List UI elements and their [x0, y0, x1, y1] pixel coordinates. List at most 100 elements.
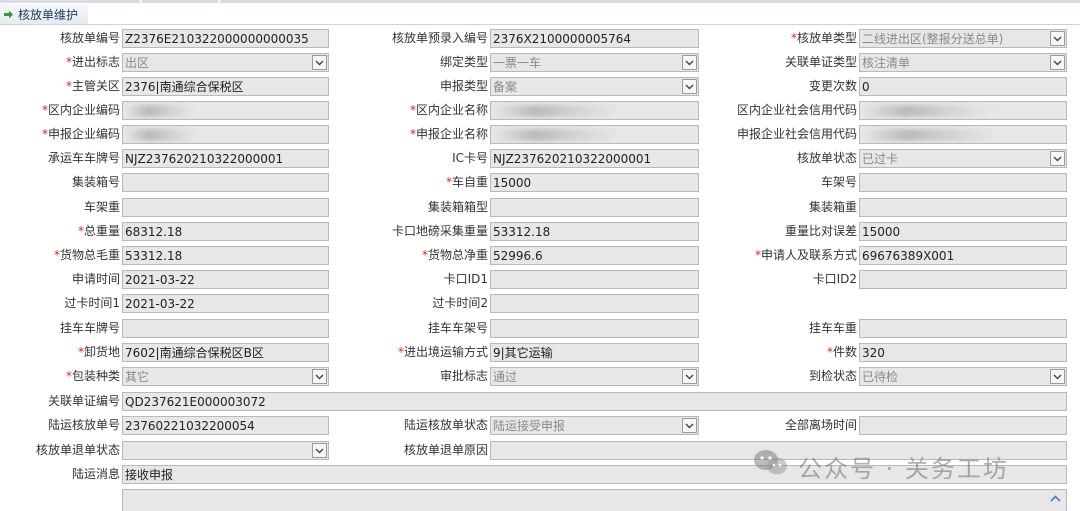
gross-weight-label: *货物总毛重 [53, 248, 120, 262]
transport-mode-field[interactable]: 9|其它运输 [490, 343, 699, 362]
trailer-frame-field[interactable] [490, 319, 699, 338]
container-type-field[interactable] [490, 198, 699, 217]
weight-diff-field[interactable]: 15000 [859, 222, 1067, 241]
gate-weight-field[interactable]: 53312.18 [490, 222, 699, 241]
tab-title: 核放单维护 [18, 7, 79, 22]
land-message-field[interactable]: 接收申报 [122, 465, 1067, 484]
tab-pass-maintenance[interactable]: 核放单维护 [0, 4, 89, 25]
frame-no-field[interactable] [859, 173, 1067, 192]
pass-no-label: 核放单编号 [59, 31, 120, 45]
applicant-field[interactable]: 69676389X001 [859, 246, 1067, 265]
bind-type-select[interactable]: 一票一车 [490, 53, 699, 72]
io-flag-select[interactable]: 出区 [122, 53, 329, 72]
declarant-credit-label: 申报企业社会信用代码 [736, 127, 857, 141]
chevron-down-icon[interactable] [682, 79, 697, 94]
unload-place-field[interactable]: 7602|南通综合保税区B区 [122, 343, 329, 362]
ic-card-field[interactable]: NJZ237620210322000001 [490, 149, 699, 168]
in-company-name-label: *区内企业名称 [409, 103, 488, 117]
approval-flag-label: 审批标志 [439, 369, 488, 383]
unload-place-label: *卸货地 [77, 345, 120, 359]
land-pass-no-field[interactable]: 23760221032200054 [122, 416, 329, 435]
chevron-down-icon[interactable] [1050, 31, 1065, 46]
in-company-credit-field[interactable] [859, 101, 1067, 120]
net-weight-label: *货物总净重 [421, 248, 488, 262]
land-pass-status-label: 陆运核放单状态 [403, 418, 488, 432]
chevron-down-icon[interactable] [1050, 151, 1065, 166]
in-company-name-field[interactable] [490, 101, 699, 120]
rel-doc-type-select[interactable]: 核注清单 [859, 53, 1067, 72]
chevron-down-icon[interactable] [1050, 55, 1065, 70]
decl-type-select[interactable]: 备案 [490, 77, 699, 96]
package-type-select[interactable]: 其它 [122, 367, 329, 386]
pass-no-field[interactable]: Z2376E210322000000000035 [122, 29, 329, 48]
land-pass-no-label: 陆运核放单号 [47, 418, 120, 432]
trailer-weight-label: 挂车车重 [808, 321, 857, 335]
ic-card-label: IC卡号 [452, 151, 488, 165]
customs-field[interactable]: 2376|南通综合保税区 [122, 77, 329, 96]
gross-weight-field[interactable]: 53312.18 [122, 246, 329, 265]
wechat-icon [752, 447, 790, 485]
apply-time-field[interactable]: 2021-03-22 [122, 270, 329, 289]
pieces-field[interactable]: 320 [859, 343, 1067, 362]
chevron-down-icon[interactable] [682, 418, 697, 433]
plate-field[interactable]: NJZ237620210322000001 [122, 149, 329, 168]
inspection-status-label: 到检状态 [808, 369, 857, 383]
chevron-down-icon[interactable] [312, 55, 327, 70]
container-type-label: 集装箱箱型 [427, 200, 488, 214]
rel-doc-no-field[interactable]: QD237621E000003072 [122, 392, 1067, 411]
transport-mode-label: *进出境运输方式 [397, 345, 488, 359]
watermark: 公众号 · 关务工坊 [752, 447, 1009, 485]
net-weight-field[interactable]: 52996.6 [490, 246, 699, 265]
io-flag-label: *进出标志 [65, 55, 120, 69]
pass-time1-field[interactable]: 2021-03-22 [122, 294, 329, 313]
chevron-down-icon[interactable] [682, 55, 697, 70]
trailer-plate-field[interactable] [122, 319, 329, 338]
trailer-weight-field[interactable] [859, 319, 1067, 338]
total-weight-field[interactable]: 68312.18 [122, 222, 329, 241]
frame-weight-label: 车架重 [83, 200, 120, 214]
pre-entry-no-field[interactable]: 2376X2100000005764 [490, 29, 699, 48]
leave-time-label: 全部离场时间 [784, 418, 857, 432]
return-status-label: 核放单退单状态 [35, 443, 120, 457]
return-status-select[interactable] [122, 441, 329, 460]
container-no-field[interactable] [122, 173, 329, 192]
gate-id2-label: 卡口ID2 [812, 272, 857, 286]
pass-status-select[interactable]: 已过卡 [859, 149, 1067, 168]
tab-divider [0, 24, 1080, 25]
trailer-plate-label: 挂车车牌号 [59, 321, 120, 335]
return-reason-label: 核放单退单原因 [403, 443, 488, 457]
declarant-name-label: *申报企业名称 [409, 127, 488, 141]
gate-id1-label: 卡口ID1 [443, 272, 488, 286]
in-company-code-label: *区内企业编码 [41, 103, 120, 117]
inspection-status-select[interactable]: 已待检 [859, 367, 1067, 386]
vehicle-weight-field[interactable]: 15000 [490, 173, 699, 192]
chevron-down-icon[interactable] [1050, 369, 1065, 384]
pass-type-select[interactable]: 二线进出区(整报分送总单) [859, 29, 1067, 48]
container-no-label: 集装箱号 [71, 175, 120, 189]
chevron-up-icon[interactable] [1046, 489, 1064, 507]
frame-weight-field[interactable] [122, 198, 329, 217]
in-company-code-field[interactable] [122, 101, 329, 120]
pass-time2-field[interactable] [490, 294, 699, 313]
container-weight-field[interactable] [859, 198, 1067, 217]
top-border [0, 0, 1080, 3]
leave-time-field[interactable] [859, 416, 1067, 435]
package-type-label: *包装种类 [65, 369, 120, 383]
chevron-down-icon[interactable] [682, 369, 697, 384]
land-pass-status-select[interactable]: 陆运接受申报 [490, 416, 699, 435]
gate-id1-field[interactable] [490, 270, 699, 289]
approval-flag-select[interactable]: 通过 [490, 367, 699, 386]
frame-no-label: 车架号 [820, 175, 857, 189]
vehicle-weight-label: *车自重 [445, 175, 488, 189]
gate-id2-field[interactable] [859, 270, 1067, 289]
rel-doc-type-label: 关联单证类型 [784, 55, 857, 69]
change-times-field[interactable]: 0 [859, 77, 1067, 96]
declarant-code-field[interactable] [122, 125, 329, 144]
chevron-down-icon[interactable] [312, 369, 327, 384]
declarant-credit-field[interactable] [859, 125, 1067, 144]
in-company-credit-label: 区内企业社会信用代码 [736, 103, 857, 117]
chevron-down-icon[interactable] [312, 443, 327, 458]
declarant-name-field[interactable] [490, 125, 699, 144]
land-message-textarea[interactable] [122, 489, 1067, 511]
pass-status-label: 核放单状态 [796, 151, 857, 165]
